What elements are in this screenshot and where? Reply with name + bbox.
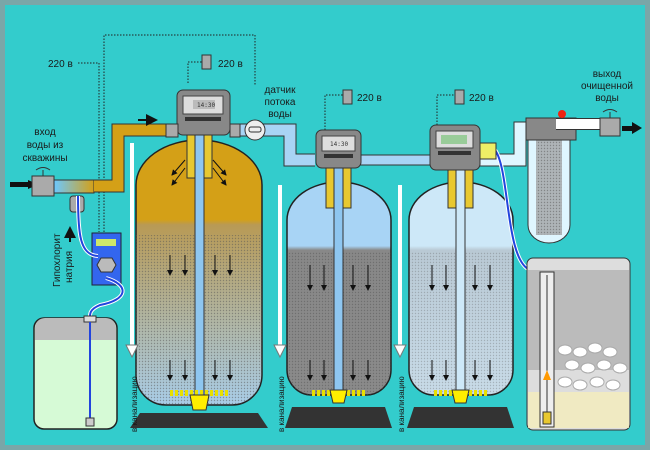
controller-1-display: 14:30 (197, 102, 215, 109)
svg-text:воды: воды (595, 93, 619, 104)
post-filter (525, 109, 642, 244)
dosing-pump (76, 195, 125, 323)
inlet-pipe (10, 114, 170, 213)
svg-text:скважины: скважины (22, 153, 67, 164)
power-label-controller-1: 220 в (218, 59, 243, 70)
controller-3[interactable] (429, 124, 497, 171)
outlet-label: выход очищенной воды (581, 69, 633, 104)
controller-2[interactable]: 14:30 (315, 129, 362, 169)
power-label-pump: 220 в (48, 59, 73, 70)
power-label-controller-2: 220 в (357, 93, 382, 104)
svg-text:вход: вход (34, 127, 56, 138)
softener-tank (407, 164, 514, 428)
flow-sensor (244, 119, 266, 141)
svg-text:натрия: натрия (64, 251, 75, 283)
power-wires (78, 34, 455, 232)
controller-2-display: 14:30 (330, 141, 348, 148)
controller-1[interactable]: 14:30 (165, 89, 241, 138)
hypochlorite-label: Гипохлорит натрия (52, 233, 75, 287)
svg-text:Гипохлорит: Гипохлорит (52, 233, 63, 287)
svg-text:очищенной: очищенной (581, 81, 633, 92)
svg-text:воды: воды (268, 109, 292, 120)
outlet-arrow-icon (632, 122, 642, 134)
iron-removal-tank (130, 129, 268, 428)
svg-text:выход: выход (593, 69, 622, 80)
power-plugs (201, 54, 465, 105)
flow-sensor-label: датчик потока воды (265, 85, 297, 120)
svg-text:потока: потока (265, 97, 296, 108)
flow-arrows (167, 159, 493, 381)
svg-text:воды из: воды из (27, 140, 64, 151)
inlet-label: вход воды из скважины (22, 127, 67, 164)
drain-label-2: в канализацию (277, 376, 286, 432)
valve-handle-icon (35, 167, 51, 176)
brine-tank (526, 257, 631, 431)
svg-text:датчик: датчик (265, 85, 297, 96)
chemical-tank (33, 315, 118, 430)
filter-tank-2 (285, 164, 392, 428)
drain-label-1: в канализацию (130, 376, 139, 432)
drain-lines (125, 143, 407, 359)
power-label-controller-3: 220 в (469, 93, 494, 104)
drain-label-3: в канализацию (397, 376, 406, 432)
